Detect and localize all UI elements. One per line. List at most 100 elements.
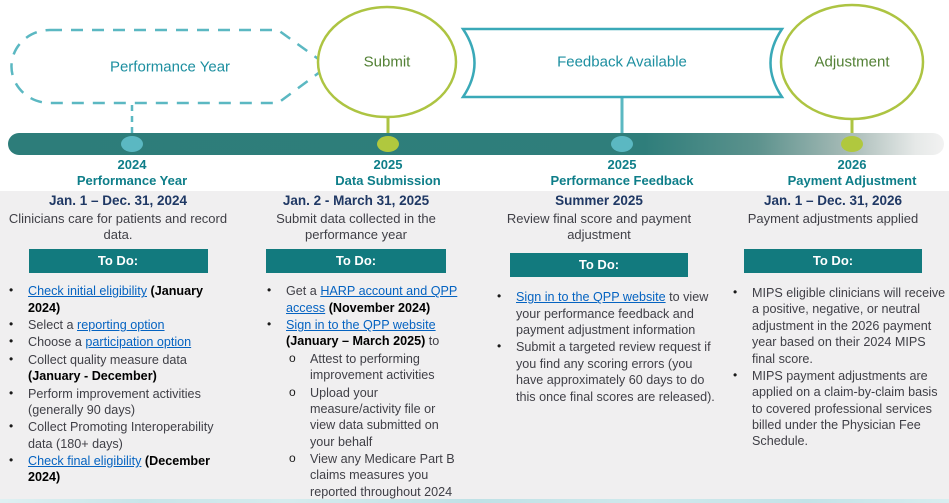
milestone-title: Performance Feedback: [550, 172, 694, 188]
bullet-marker: •: [497, 339, 502, 354]
content-background: [0, 191, 949, 499]
todo-header: To Do:: [510, 253, 688, 278]
bullet-marker: o: [289, 350, 296, 365]
adjustment-shape-label: Adjustment: [814, 53, 890, 71]
todo-item: • Choose a participation option: [6, 334, 236, 350]
todo-header: To Do:: [744, 249, 922, 274]
bullet-marker: •: [733, 367, 738, 382]
column-date: Jan. 2 - March 31, 2025: [282, 193, 430, 208]
column-payment-adjustment: Jan. 1 – Dec. 31, 2026 Payment adjustmen…: [718, 193, 948, 451]
hyperlink[interactable]: participation option: [85, 335, 192, 350]
todo-item: • MIPS payment adjustments are applied on…: [730, 368, 948, 450]
text: to view your performance feedback and pa…: [516, 290, 709, 338]
column-date: Jan. 1 – Dec. 31, 2024: [48, 193, 188, 208]
milestone-title: Payment Adjustment: [787, 172, 917, 188]
submit-circle-shape: [316, 5, 458, 119]
todo-list: • Get a HARP account and QPP access (Nove…: [264, 283, 462, 500]
hyperlink[interactable]: Check initial eligibility: [28, 284, 147, 299]
bullet-marker: •: [267, 283, 272, 298]
adjustment-circle-shape: [779, 3, 925, 121]
todo-list: • Check initial eligibility (January 2024…: [6, 283, 236, 485]
bold-text: (November 2024): [328, 300, 431, 315]
milestone-year: 2024: [117, 157, 147, 172]
performance-year-shape-label: Performance Year: [109, 58, 231, 76]
bold-text: (December 2024): [28, 453, 211, 485]
bullet-marker: •: [9, 419, 14, 434]
todo-item: • Sign in to the QPP website to view your…: [494, 289, 716, 338]
sub-todo-item: o Upload your measure/activity file or vi…: [264, 385, 462, 450]
todo-item: •Check initial eligibility (January 2024…: [6, 283, 236, 316]
bullet-marker: •: [733, 285, 738, 300]
todo-item: • Get a HARP account and QPP access (Nove…: [264, 283, 462, 316]
timeline-bar: [8, 133, 944, 155]
bullet-marker: •: [497, 289, 502, 304]
column-data-submission: Jan. 2 - March 31, 2025 Submit data coll…: [250, 193, 462, 501]
text: Choose a: [28, 335, 86, 350]
todo-header: To Do:: [28, 249, 208, 274]
bullet-marker: •: [9, 385, 14, 400]
column-description: Clinicians care for patients and record …: [8, 210, 228, 243]
todo-item: • Select a reporting option: [6, 317, 236, 333]
milestone-dot-performance-year: [121, 136, 143, 152]
text: Select a: [28, 318, 78, 333]
milestone-dot-feedback: [611, 136, 633, 152]
column-performance-feedback: Summer 2025 Review final score and payme…: [482, 193, 716, 406]
milestone-year: 2025: [607, 157, 637, 172]
text: Collect quality measure data: [28, 352, 187, 367]
todo-item: • Collect quality measure data (January -…: [6, 352, 236, 385]
bullet-marker: o: [289, 384, 296, 399]
bullet-marker: •: [9, 452, 14, 467]
sub-todo-item: o View any Medicare Part B claims measure…: [264, 451, 462, 500]
bullet-marker: •: [9, 317, 14, 332]
feedback-available-banner-shape: [460, 27, 785, 99]
hyperlink[interactable]: reporting option: [77, 318, 165, 333]
milestone-label-2026: 2026 Payment Adjustment: [742, 157, 949, 188]
text: Collect Promoting Interoperability data …: [28, 420, 214, 451]
text: to: [425, 334, 440, 349]
bold-text: (January - December): [28, 369, 157, 384]
milestone-year: 2026: [837, 157, 867, 172]
milestone-dot-submit: [377, 136, 399, 152]
cutoff-next-row-strip: [0, 499, 949, 503]
bullet-marker: •: [267, 317, 272, 332]
text: View any Medicare Part B claims measures…: [310, 451, 455, 499]
todo-item: •MIPS eligible clinicians will receive a…: [730, 285, 948, 367]
bold-text: (January – March 2025): [286, 334, 426, 349]
feedback-available-shape-label: Feedback Available: [557, 53, 687, 71]
bullet-marker: o: [289, 450, 296, 465]
column-date: Summer 2025: [555, 193, 643, 208]
todo-item: • Sign in to the QPP website (January – M…: [264, 317, 462, 350]
hyperlink[interactable]: Check final eligibility: [28, 453, 142, 468]
timeline-diagram: [8, 3, 944, 155]
bold-text: (January 2024): [28, 284, 203, 315]
column-description: Review final score and payment adjustmen…: [506, 210, 692, 243]
bullet-marker: •: [9, 351, 14, 366]
bullet-marker: •: [9, 334, 14, 349]
todo-item: • Collect Promoting Interoperability data…: [6, 419, 236, 452]
hyperlink[interactable]: Sign in to the QPP website: [516, 290, 666, 305]
performance-year-arrow-shape: [10, 28, 331, 105]
hyperlink[interactable]: HARP account and QPP access: [286, 284, 458, 315]
milestone-title: Performance Year: [76, 172, 188, 188]
column-description: Submit data collected in the performance…: [276, 210, 436, 243]
todo-list: • Sign in to the QPP website to view your…: [494, 289, 716, 405]
text: Perform improvement activities (generall…: [28, 386, 201, 417]
todo-item: • Check final eligibility (December 2024): [6, 453, 236, 486]
milestone-dot-adjustment: [841, 136, 863, 152]
column-performance-year: Jan. 1 – Dec. 31, 2024 Clinicians care f…: [0, 193, 236, 487]
text: MIPS payment adjustments are applied on …: [752, 368, 938, 449]
hyperlink[interactable]: Sign in to the QPP website: [286, 318, 436, 333]
todo-list: •MIPS eligible clinicians will receive a…: [730, 285, 948, 450]
text: Get a: [286, 284, 321, 299]
todo-header: To Do:: [266, 249, 446, 274]
todo-item: • Submit a targeted review request if you…: [494, 339, 716, 404]
submit-shape-label: Submit: [363, 53, 411, 71]
milestone-title: Data Submission: [335, 172, 441, 188]
milestone-label-2024: 2024 Performance Year: [22, 157, 242, 188]
text: Upload your measure/activity file or vie…: [310, 385, 439, 449]
text: Submit a targeted review request if you …: [516, 340, 715, 404]
todo-item: • Perform improvement activities (general…: [6, 386, 236, 419]
column-date: Jan. 1 – Dec. 31, 2026: [763, 193, 903, 208]
